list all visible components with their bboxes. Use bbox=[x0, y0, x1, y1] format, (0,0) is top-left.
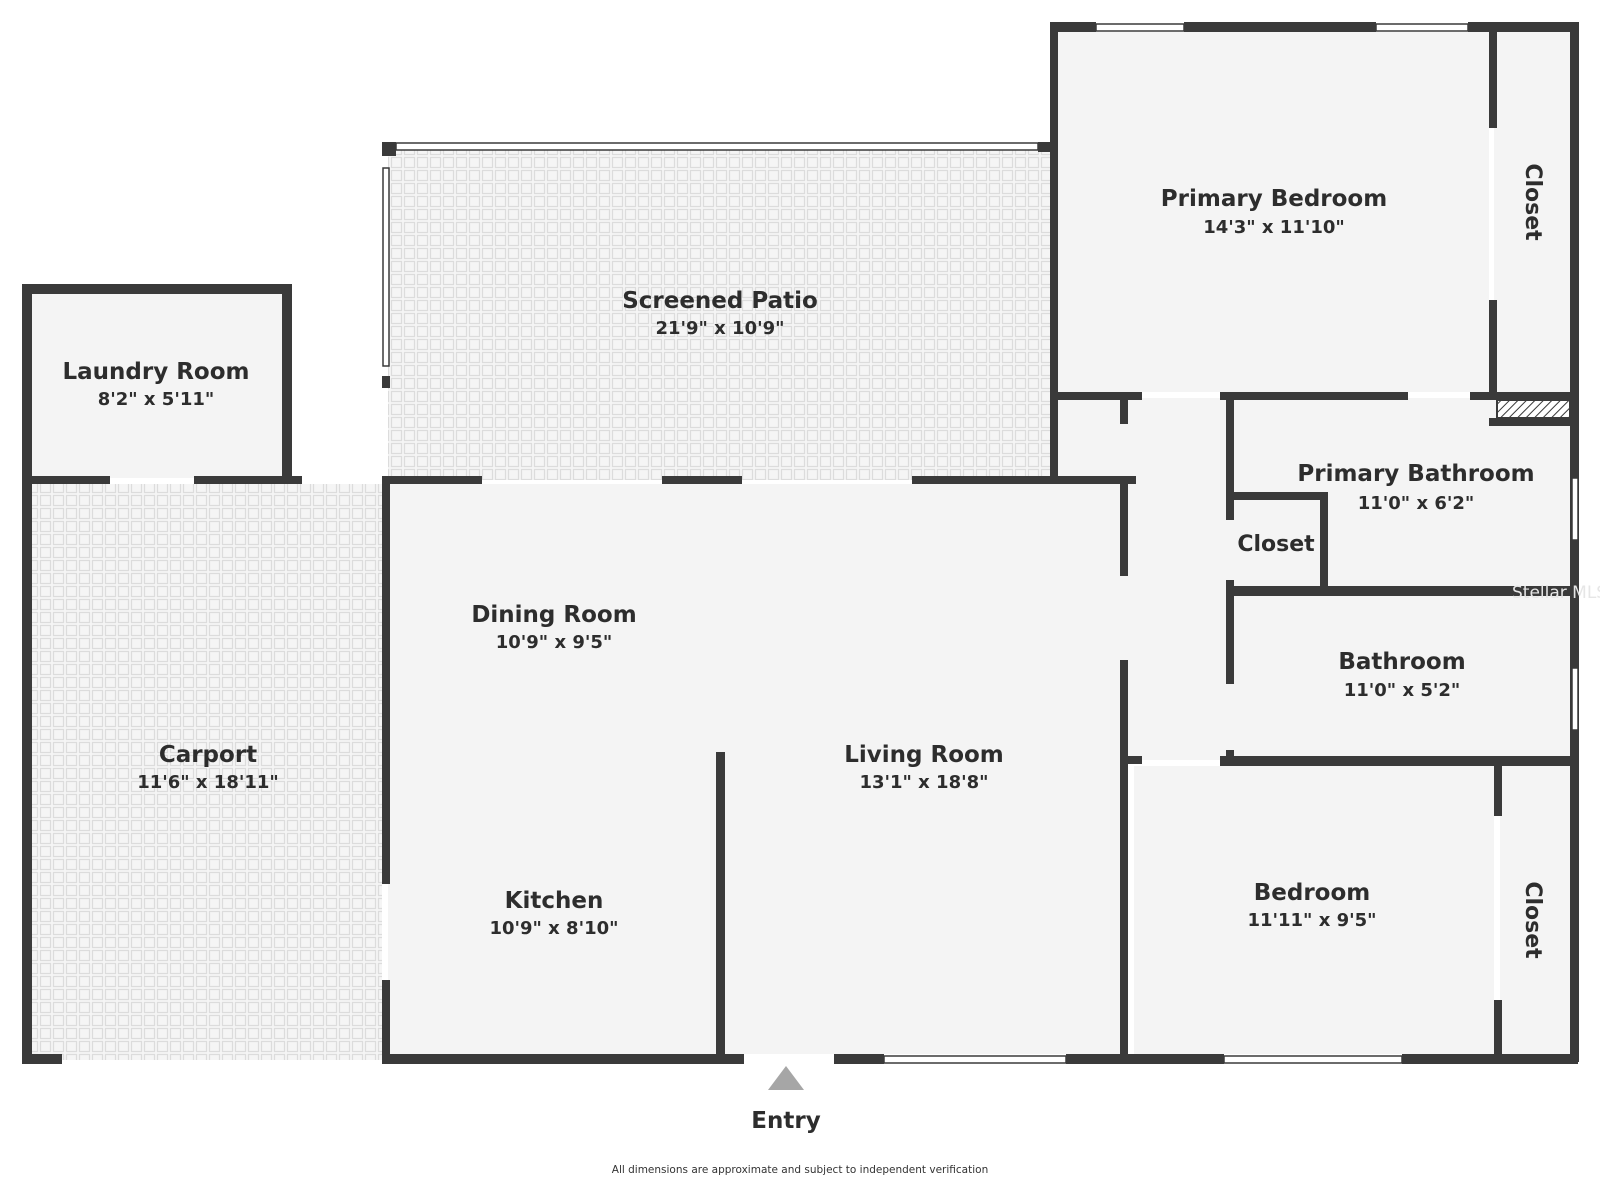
closet-label-bedroom: Closet bbox=[1520, 881, 1545, 959]
wall-hall-right-lower bbox=[1120, 660, 1128, 1062]
window-primary-top-left bbox=[1095, 23, 1185, 32]
room-name-laundry-room: Laundry Room bbox=[62, 359, 249, 385]
wall-main-top-b bbox=[662, 476, 742, 484]
room-dims-primary-bathroom: 11'0" x 6'2" bbox=[1358, 493, 1475, 514]
wall-bedroom-top-a bbox=[1128, 756, 1142, 764]
wall-bedroom-closet-b bbox=[1494, 1000, 1502, 1056]
window-primary-bath-right bbox=[1571, 477, 1579, 541]
windows bbox=[382, 23, 1579, 1064]
wall-bedroom-top-b bbox=[1220, 756, 1578, 766]
wall-bedroom-closet-a bbox=[1494, 766, 1502, 816]
room-name-bedroom: Bedroom bbox=[1254, 880, 1371, 906]
wall-primary-bottom-c bbox=[1470, 392, 1570, 400]
wall-main-top-c bbox=[912, 476, 1136, 484]
room-name-bathroom: Bathroom bbox=[1338, 649, 1465, 675]
wall-patio-top-left bbox=[382, 142, 396, 156]
wall-chase-bottom bbox=[1489, 418, 1570, 426]
hatched-chase bbox=[1496, 399, 1571, 419]
room-dims-carport: 11'6" x 18'11" bbox=[137, 772, 279, 793]
room-dims-primary-bedroom: 14'3" x 11'10" bbox=[1203, 217, 1345, 238]
wall-primary-closet-a bbox=[1489, 32, 1497, 128]
wall-primary-closet-b bbox=[1489, 300, 1497, 398]
wall-bath-left-a bbox=[1226, 400, 1234, 520]
wall-bottom-a bbox=[22, 1054, 62, 1064]
room-name-kitchen: Kitchen bbox=[505, 888, 604, 914]
watermark: Stellar MLS bbox=[1512, 583, 1600, 603]
wall-interior-left-a bbox=[382, 476, 390, 884]
room-name-carport: Carport bbox=[159, 742, 257, 768]
bathroom-floor bbox=[1234, 596, 1570, 760]
wall-hall-closet-right-b bbox=[1120, 476, 1128, 576]
wall-laundry-bottom-b bbox=[194, 476, 302, 484]
entry-label: Entry bbox=[751, 1108, 820, 1134]
wall-laundry-bottom-a bbox=[22, 476, 110, 484]
room-dims-bedroom: 11'11" x 9'5" bbox=[1247, 910, 1376, 931]
laundry-room-floor bbox=[30, 292, 284, 478]
window-bedroom-bottom bbox=[1223, 1055, 1403, 1064]
room-name-screened-patio: Screened Patio bbox=[622, 288, 818, 314]
wall-inner-closet-top bbox=[1234, 492, 1328, 500]
wall-bottom-d bbox=[1066, 1054, 1224, 1064]
room-name-dining-room: Dining Room bbox=[471, 602, 636, 628]
room-dims-kitchen: 10'9" x 8'10" bbox=[489, 918, 618, 939]
walls bbox=[22, 22, 1579, 1064]
room-name-primary-bathroom: Primary Bathroom bbox=[1297, 461, 1534, 487]
room-name-primary-bedroom: Primary Bedroom bbox=[1161, 186, 1387, 212]
window-living-bottom bbox=[883, 1055, 1067, 1064]
wall-bottom-c bbox=[834, 1054, 884, 1064]
room-dims-screened-patio: 21'9" x 10'9" bbox=[655, 318, 784, 339]
floors bbox=[30, 32, 1570, 1060]
wall-kitchen-divider bbox=[716, 752, 725, 1056]
wall-laundry-left bbox=[22, 284, 32, 1064]
window-patio-top bbox=[395, 142, 1039, 151]
room-dims-living-room: 13'1" x 18'8" bbox=[859, 772, 988, 793]
interior-floor bbox=[388, 484, 1128, 1054]
window-patio-left bbox=[382, 167, 390, 367]
wall-bath-left-b bbox=[1226, 580, 1234, 684]
primary-bedroom-floor bbox=[1058, 32, 1489, 392]
footer-note: All dimensions are approximate and subje… bbox=[612, 1164, 988, 1176]
wall-interior-left-b bbox=[382, 980, 390, 1064]
closet-label-hall: Closet bbox=[1237, 532, 1315, 557]
room-dims-laundry-room: 8'2" x 5'11" bbox=[98, 389, 215, 410]
primary-closet-floor bbox=[1494, 32, 1570, 392]
room-name-living-room: Living Room bbox=[844, 742, 1004, 768]
wall-laundry-top bbox=[22, 284, 292, 294]
wall-main-top-a bbox=[382, 476, 482, 484]
wall-primary-top-c bbox=[1468, 22, 1578, 32]
wall-laundry-right bbox=[282, 284, 292, 484]
window-bathroom-right bbox=[1571, 667, 1579, 731]
wall-bottom-b bbox=[382, 1054, 744, 1064]
window-primary-top-right bbox=[1375, 23, 1469, 32]
room-dims-dining-room: 10'9" x 9'5" bbox=[496, 632, 613, 653]
wall-patio-left-stub bbox=[382, 376, 390, 388]
screened-patio-floor bbox=[388, 146, 1056, 480]
wall-baths-divider bbox=[1234, 586, 1570, 596]
carport-floor bbox=[30, 484, 382, 1060]
wall-primary-bottom-b bbox=[1220, 392, 1408, 400]
entry-arrow-icon bbox=[768, 1066, 804, 1090]
wall-primary-top-b bbox=[1184, 22, 1376, 32]
hall-floor bbox=[1058, 398, 1234, 760]
wall-bottom-e bbox=[1402, 1054, 1578, 1064]
room-dims-bathroom: 11'0" x 5'2" bbox=[1344, 680, 1461, 701]
wall-hall-closet-right-a bbox=[1120, 400, 1128, 424]
wall-primary-top-a bbox=[1050, 22, 1096, 32]
room-labels: Primary Bedroom 14'3" x 11'10" Screened … bbox=[62, 163, 1545, 959]
wall-inner-closet-right bbox=[1320, 492, 1328, 592]
wall-primary-bottom-a bbox=[1058, 392, 1142, 400]
bedroom-floor bbox=[1134, 766, 1494, 1054]
wall-primary-left bbox=[1050, 22, 1058, 480]
closet-label-primary: Closet bbox=[1520, 163, 1545, 241]
bedroom-closet-floor bbox=[1500, 766, 1570, 1054]
wall-right-outer bbox=[1570, 22, 1579, 1062]
wall-patio-top-right bbox=[1038, 142, 1052, 152]
